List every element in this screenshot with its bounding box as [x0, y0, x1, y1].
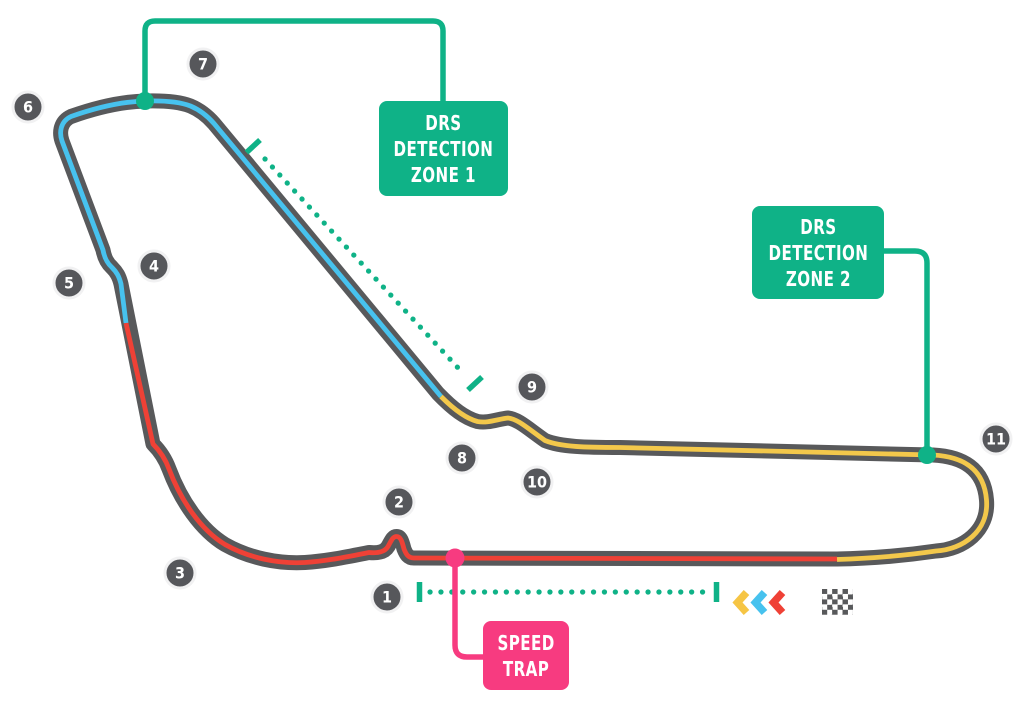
chevron-blue-icon — [750, 589, 768, 616]
turn-number: 6 — [22, 97, 33, 117]
turn-number: 7 — [197, 54, 208, 74]
chevron-yellow-icon — [732, 589, 750, 616]
sector-1-line — [123, 322, 838, 566]
turn-marker: 4 — [137, 249, 171, 283]
speed-trap-connector-line — [452, 560, 483, 660]
checkered-flag-icon — [822, 589, 854, 615]
turn-marker: 3 — [163, 556, 197, 590]
drs-zone-1-activation-end-tick — [466, 374, 484, 393]
turn-number: 5 — [63, 273, 74, 293]
turn-marker: 7 — [186, 47, 220, 81]
drs-detection-zone-2-label: DRS DETECTION ZONE 2 — [752, 206, 884, 299]
turn-number: 8 — [456, 448, 467, 468]
turn-marker: 1 — [370, 580, 404, 614]
turn-marker: 6 — [11, 90, 45, 124]
drs-detection-point-2 — [918, 446, 936, 464]
turn-number: 2 — [393, 492, 404, 512]
drs-zone-1-activation-start-tick — [244, 137, 262, 155]
drs-detection-zone-2-text: DRS DETECTION ZONE 2 — [768, 214, 868, 291]
turn-marker: 9 — [515, 370, 549, 404]
turn-number: 4 — [148, 256, 159, 276]
direction-chevrons-icon — [732, 589, 786, 616]
turn-number: 9 — [526, 377, 537, 397]
chevron-red-icon — [768, 589, 786, 616]
speed-trap-point — [445, 548, 465, 568]
drs-detection-zone-1-label: DRS DETECTION ZONE 1 — [379, 101, 508, 196]
drs-detection-point-1 — [136, 92, 154, 110]
speed-trap-label: SPEED TRAP — [483, 621, 569, 690]
turn-marker: 8 — [445, 441, 479, 475]
turn-number: 1 — [381, 587, 392, 607]
turn-marker: 2 — [382, 485, 416, 519]
sector-3-line — [439, 394, 989, 562]
turn-marker: 5 — [52, 266, 86, 300]
track-outline — [53, 93, 995, 571]
speed-trap-text: SPEED TRAP — [497, 630, 555, 681]
turn-number: 3 — [174, 563, 185, 583]
drs-zone-2-connector-line — [884, 248, 930, 450]
turn-marker: 10 — [520, 465, 554, 499]
drs-detection-zone-1-text: DRS DETECTION ZONE 1 — [393, 110, 494, 187]
drs-zone-1-activation-dotted-line — [262, 156, 463, 373]
turn-marker: 11 — [979, 422, 1013, 456]
drs-zone-1-connector-line — [142, 18, 446, 101]
sector-2-line — [58, 98, 443, 399]
turn-number: 11 — [985, 429, 1007, 449]
turn-number: 10 — [526, 472, 548, 492]
